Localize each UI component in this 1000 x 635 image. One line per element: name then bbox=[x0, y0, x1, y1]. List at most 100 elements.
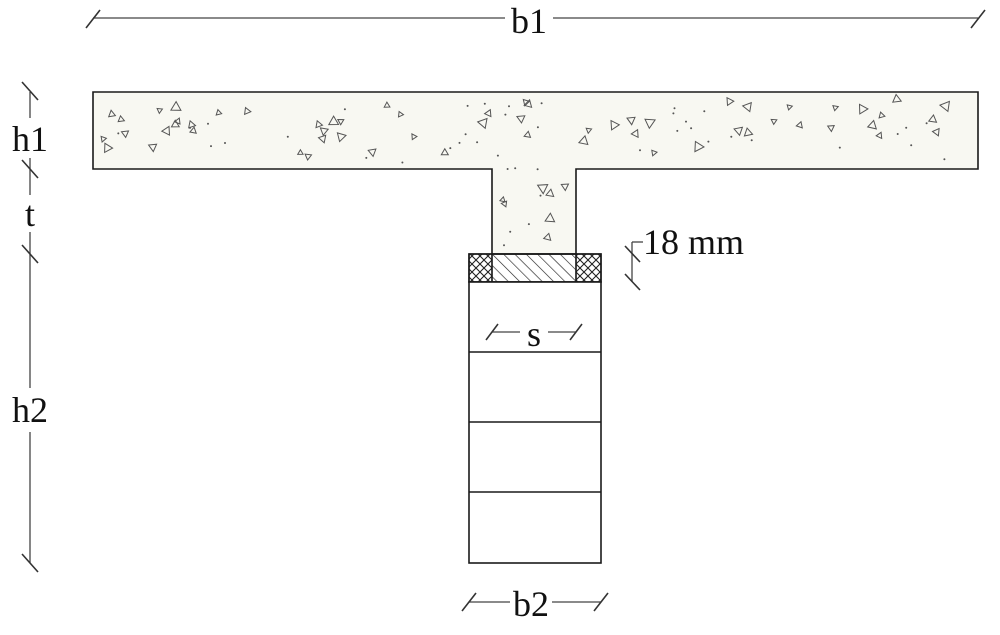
aggregate-dot bbox=[703, 110, 706, 113]
aggregate-stone bbox=[626, 116, 636, 126]
aggregate-stone bbox=[585, 127, 593, 135]
aggregate-dot bbox=[514, 167, 517, 170]
aggregate-stone bbox=[476, 117, 488, 130]
aggregate-stone bbox=[522, 98, 531, 107]
aggregate-stone bbox=[411, 133, 418, 141]
aggregate-dot bbox=[224, 142, 226, 144]
aggregate-stone bbox=[367, 148, 377, 158]
aggregate-dot bbox=[672, 112, 675, 115]
aggregate-dot bbox=[207, 122, 209, 125]
aggregate-stone bbox=[560, 183, 570, 192]
aggregate-dot bbox=[943, 158, 946, 161]
aggregate-stone bbox=[536, 184, 549, 195]
dimension-b2: b2 bbox=[461, 584, 609, 624]
aggregate-stone bbox=[770, 118, 778, 126]
aggregate-dot bbox=[730, 135, 733, 138]
aggregate-dot bbox=[189, 126, 191, 129]
aggregate-dot bbox=[286, 135, 289, 138]
aggregate-dot bbox=[509, 230, 512, 233]
aggregate-dot bbox=[503, 244, 505, 247]
aggregate-dot bbox=[449, 147, 452, 150]
aggregate-stone bbox=[304, 153, 313, 161]
aggregate-stone bbox=[931, 127, 940, 137]
aggregate-stone bbox=[319, 127, 330, 137]
aggregate-dot bbox=[539, 194, 542, 197]
aggregate-stone bbox=[498, 195, 506, 203]
aggregate-dot bbox=[506, 168, 509, 170]
aggregate-stone bbox=[383, 101, 391, 108]
aggregate-dot bbox=[483, 102, 486, 105]
aggregate-dot bbox=[464, 133, 467, 136]
aggregate-dot bbox=[527, 223, 530, 226]
aggregate-stone bbox=[188, 119, 197, 129]
aggregate-stone bbox=[156, 107, 164, 115]
aggregate-stone bbox=[336, 132, 347, 143]
aggregate-stone bbox=[741, 101, 752, 113]
aggregate-stone bbox=[875, 131, 883, 140]
label-t: t bbox=[25, 194, 35, 234]
bond-layer-cross-left bbox=[468, 253, 493, 283]
dimension-s: s bbox=[485, 314, 583, 354]
aggregate-dot bbox=[466, 104, 469, 107]
aggregate-stone bbox=[317, 134, 327, 144]
aggregate-stone bbox=[107, 109, 117, 118]
aggregate-stone bbox=[440, 147, 450, 156]
aggregate-stone bbox=[336, 118, 345, 126]
aggregate-dot bbox=[210, 145, 212, 148]
aggregate-dot bbox=[504, 113, 507, 116]
bond-layer-diagonal bbox=[491, 253, 577, 283]
aggregate-dot bbox=[496, 154, 499, 157]
label-18mm: 18 mm bbox=[643, 222, 744, 262]
aggregate-stone bbox=[726, 96, 735, 107]
aggregate-stone bbox=[694, 140, 706, 153]
aggregate-stone bbox=[243, 106, 252, 116]
aggregate-stone bbox=[523, 98, 533, 109]
concrete-t-section bbox=[92, 91, 979, 255]
label-h1: h1 bbox=[12, 119, 48, 159]
aggregate-stone bbox=[651, 149, 658, 157]
aggregate-dot bbox=[690, 127, 693, 130]
aggregate-stone bbox=[515, 115, 526, 124]
aggregate-dot bbox=[750, 139, 753, 142]
aggregate-dot bbox=[910, 144, 913, 147]
aggregate-dot bbox=[343, 108, 346, 111]
label-b1: b1 bbox=[511, 1, 547, 41]
aggregate-stone bbox=[542, 232, 552, 241]
aggregate-dot bbox=[401, 161, 404, 164]
aggregate-stone bbox=[483, 108, 492, 118]
aggregate-stone bbox=[170, 119, 181, 128]
label-s: s bbox=[527, 314, 541, 354]
aggregate-stone bbox=[630, 128, 639, 139]
aggregate-stone bbox=[160, 125, 171, 136]
aggregate-stone bbox=[170, 100, 182, 111]
aggregate-dot bbox=[925, 122, 928, 125]
aggregate-stone bbox=[577, 134, 589, 146]
label-h2: h2 bbox=[12, 390, 48, 430]
aggregate-stone bbox=[795, 120, 803, 129]
aggregate-texture bbox=[100, 93, 951, 247]
aggregate-stone bbox=[927, 114, 938, 123]
aggregate-stone bbox=[173, 117, 181, 125]
aggregate-dot bbox=[476, 141, 479, 144]
aggregate-stone bbox=[397, 110, 405, 118]
aggregate-stone bbox=[743, 127, 754, 137]
aggregate-stone bbox=[215, 108, 223, 116]
aggregate-stone bbox=[315, 119, 324, 129]
aggregate-stone bbox=[866, 119, 878, 130]
aggregate-stone bbox=[733, 126, 744, 137]
aggregate-dot bbox=[365, 156, 368, 159]
aggregate-stone bbox=[327, 115, 340, 126]
label-b2: b2 bbox=[513, 584, 549, 624]
aggregate-dot bbox=[508, 105, 510, 108]
aggregate-dot bbox=[838, 146, 841, 149]
dimension-left-chain: h1 t h2 bbox=[12, 81, 48, 573]
dimension-b1: b1 bbox=[85, 1, 986, 41]
aggregate-dot bbox=[536, 126, 539, 129]
aggregate-dot bbox=[117, 132, 120, 135]
aggregate-stone bbox=[188, 126, 197, 134]
aggregate-dot bbox=[540, 102, 543, 105]
aggregate-stone bbox=[117, 114, 126, 123]
aggregate-stone bbox=[858, 103, 869, 115]
aggregate-dot bbox=[673, 107, 676, 110]
